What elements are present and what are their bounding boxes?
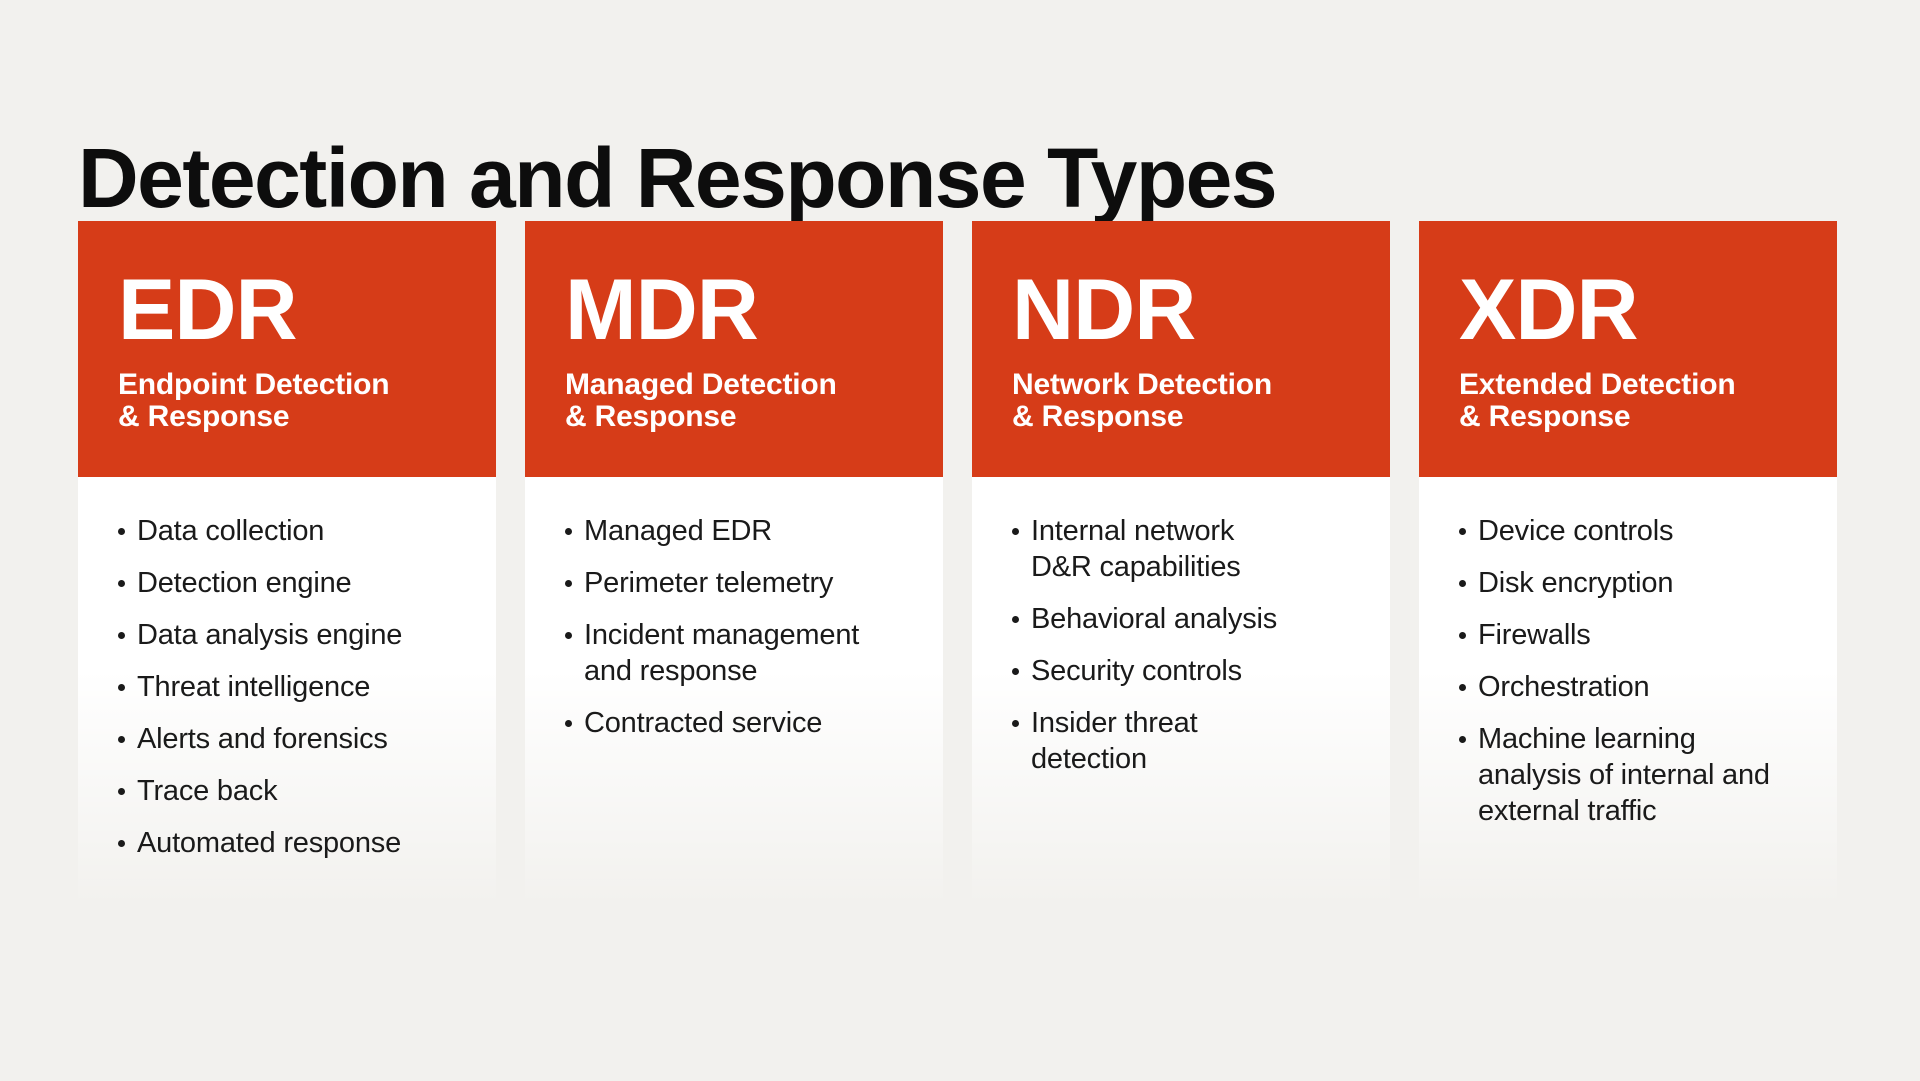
card-name: Managed Detection & Response [565,368,837,434]
list-item: Data collection [118,513,472,549]
card-header: XDR Extended Detection & Response [1419,221,1837,477]
card-ndr: NDR Network Detection & Response Interna… [972,221,1390,907]
list-item: Managed EDR [565,513,919,549]
page-title: Detection and Response Types [78,131,1278,226]
card-acronym: NDR [1012,262,1196,358]
card-edr: EDR Endpoint Detection & Response Data c… [78,221,496,907]
card-header: MDR Managed Detection & Response [525,221,943,477]
list-item: Device controls [1459,513,1813,549]
card-acronym: MDR [565,262,759,358]
list-item: Machine learning analysis of internal an… [1459,721,1813,829]
list-item: Behavioral analysis [1012,601,1366,637]
card-name: Endpoint Detection & Response [118,368,390,434]
list-item: Alerts and forensics [118,721,472,757]
list-item: Security controls [1012,653,1366,689]
list-item: Threat intelligence [118,669,472,705]
cards-row: EDR Endpoint Detection & Response Data c… [78,221,1837,907]
card-mdr: MDR Managed Detection & Response Managed… [525,221,943,907]
list-item: Contracted service [565,705,919,741]
card-name: Network Detection & Response [1012,368,1272,434]
list-item: Disk encryption [1459,565,1813,601]
list-item: Firewalls [1459,617,1813,653]
list-item: Trace back [118,773,472,809]
card-header: EDR Endpoint Detection & Response [78,221,496,477]
card-name: Extended Detection & Response [1459,368,1736,434]
list-item: Data analysis engine [118,617,472,653]
list-item: Insider threat detection [1012,705,1366,777]
list-item: Orchestration [1459,669,1813,705]
card-acronym: EDR [118,262,298,358]
list-item: Automated response [118,825,472,861]
card-header: NDR Network Detection & Response [972,221,1390,477]
list-item: Internal network D&R capabilities [1012,513,1366,585]
card-xdr: XDR Extended Detection & Response Device… [1419,221,1837,907]
list-item: Detection engine [118,565,472,601]
list-item: Perimeter telemetry [565,565,919,601]
card-acronym: XDR [1459,262,1639,358]
list-item: Incident management and response [565,617,919,689]
